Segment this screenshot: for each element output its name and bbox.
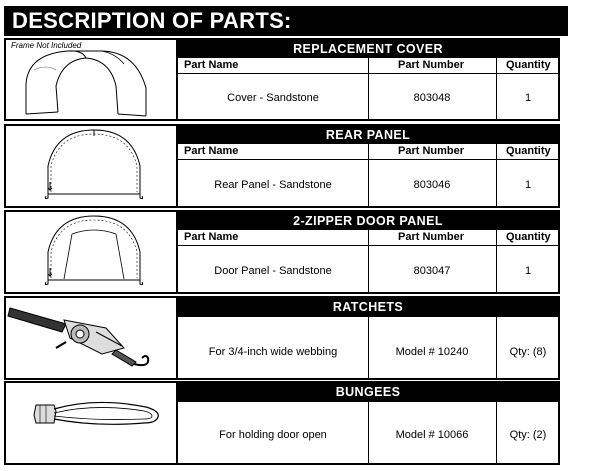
rear-panel-table: REAR PANEL Part Name Part Number Quantit… [178,126,558,206]
cover-illustration: Frame Not Included [6,40,178,119]
section-replacement-cover: Frame Not Included REPLACEMENT COVER Par… [4,38,560,121]
col-part-name: Part Name [184,145,239,157]
bungee-drawing [33,401,159,425]
part-name-value: Door Panel - Sandstone [214,265,332,277]
section-header: REPLACEMENT COVER [178,40,558,58]
frame-note: Frame Not Included [11,41,82,50]
divider [368,401,369,463]
part-name-value: For 3/4-inch wide webbing [208,346,338,358]
col-quantity: Quantity [506,145,551,157]
ratchet-illustration [6,298,178,378]
section-ratchets: RATCHETS For 3/4-inch wide webbing Model… [4,296,560,380]
col-part-number: Part Number [398,59,465,71]
quantity-value: 1 [524,92,532,104]
part-name-value: Rear Panel - Sandstone [214,179,332,191]
section-rear-panel: REAR PANEL Part Name Part Number Quantit… [4,124,560,208]
divider [368,58,369,119]
section-header: REAR PANEL [178,126,558,144]
divider [368,144,369,206]
col-part-name: Part Name [184,59,239,71]
cover-table: REPLACEMENT COVER Part Name Part Number … [178,40,558,119]
cover-drawing [25,50,147,117]
divider [496,58,497,119]
divider [368,230,369,292]
door-panel-table: 2-ZIPPER DOOR PANEL Part Name Part Numbe… [178,212,558,292]
divider [496,144,497,206]
ratchet-drawing [7,307,150,367]
part-number-value: Model # 10240 [395,346,469,358]
quantity-value: Qty: (8) [509,346,547,358]
part-number-value: 803048 [413,92,451,104]
divider [368,316,369,378]
section-header: 2-ZIPPER DOOR PANEL [178,212,558,230]
section-bungees: BUNGEES For holding door open Model # 10… [4,381,560,465]
col-part-number: Part Number [398,145,465,157]
part-number-value: 803046 [413,179,451,191]
rear-panel-drawing [44,129,144,200]
col-part-name: Part Name [184,231,239,243]
part-number-value: 803047 [413,265,451,277]
divider [496,401,497,463]
part-name-value: For holding door open [219,429,327,441]
section-header: RATCHETS [178,298,558,316]
section-door-panel: 2-ZIPPER DOOR PANEL Part Name Part Numbe… [4,210,560,294]
quantity-value: 1 [524,179,532,191]
rear-panel-illustration [6,126,178,206]
divider [496,230,497,292]
door-panel-illustration [6,212,178,292]
bungee-illustration [6,383,178,463]
part-name-value: Cover - Sandstone [227,92,319,104]
part-number-value: Model # 10066 [395,429,469,441]
quantity-value: Qty: (2) [509,429,547,441]
bungee-table: BUNGEES For holding door open Model # 10… [178,383,558,463]
col-quantity: Quantity [506,231,551,243]
col-part-number: Part Number [398,231,465,243]
quantity-value: 1 [524,265,532,277]
col-quantity: Quantity [506,59,551,71]
ratchet-table: RATCHETS For 3/4-inch wide webbing Model… [178,298,558,378]
divider [496,316,497,378]
section-header: BUNGEES [178,383,558,401]
page-title: DESCRIPTION OF PARTS: [4,6,568,36]
door-panel-drawing [44,215,144,286]
